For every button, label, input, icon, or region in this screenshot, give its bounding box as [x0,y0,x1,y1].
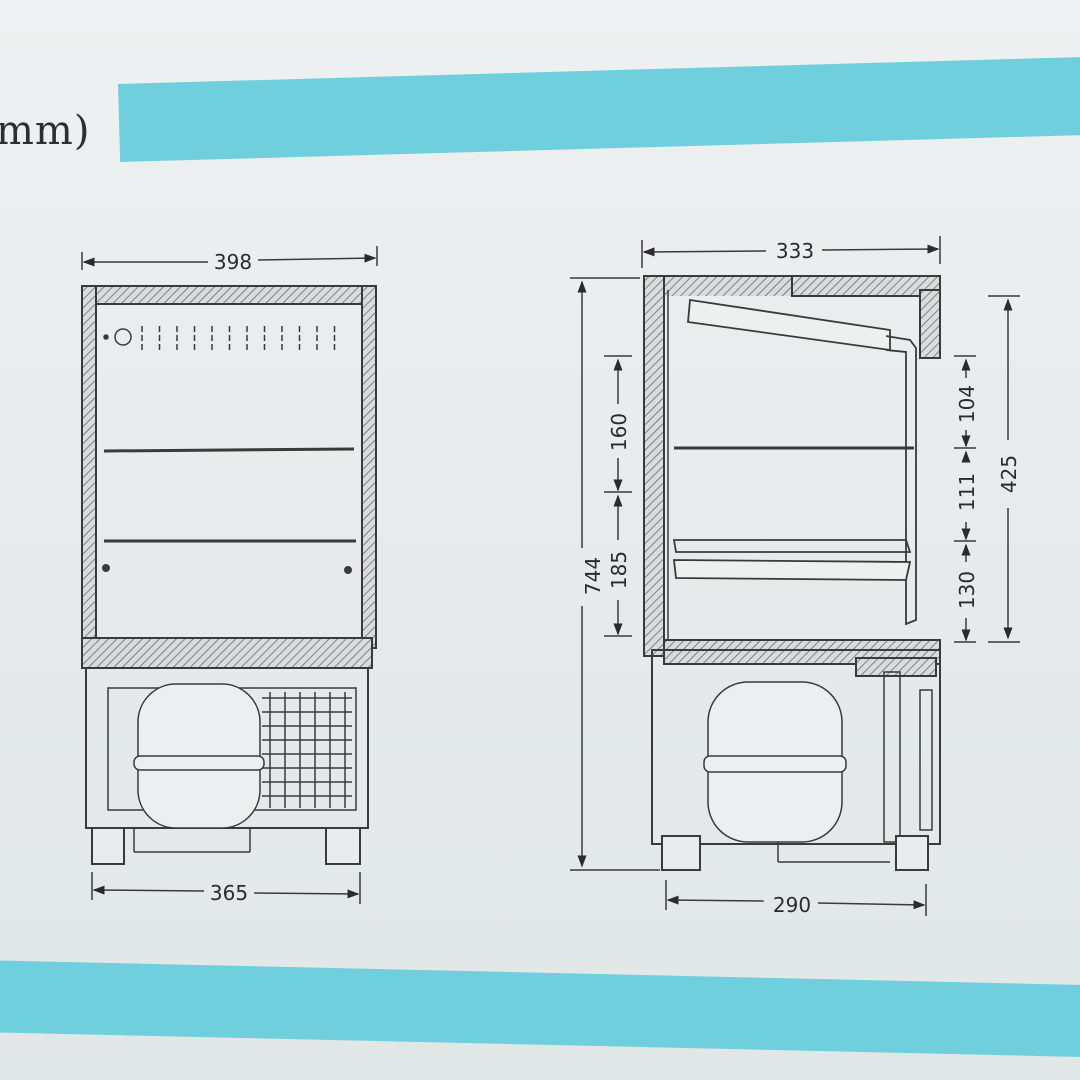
front-width-label: 398 [214,250,252,274]
front-view: 398 [81,246,378,905]
side-height-dimension [570,277,660,871]
side-depth-label: 333 [776,239,814,263]
right-top-label: 104 [955,385,979,423]
front-foot-left [91,827,125,865]
front-width-dimension [81,246,378,270]
side-foot-rear [895,835,929,871]
right-bottom-label: 130 [955,571,979,609]
side-depth-dimension [641,236,941,268]
front-base-dimension [91,872,361,904]
side-view: 333 744 160 185 [570,236,1021,917]
side-foot-front [661,835,701,871]
right-total-label: 425 [997,455,1021,493]
side-base-depth-label: 290 [773,893,811,917]
front-compressor [107,683,357,829]
control-strip [103,326,336,350]
right-dimension-chain [954,295,1020,643]
upper-shelf-gap-label: 160 [607,413,631,451]
side-compressor [703,681,847,843]
front-shelf-upper [103,447,355,453]
side-base-dimension [665,880,927,916]
front-foot-right [325,827,361,865]
unit-label: mm) [0,108,91,154]
side-height-label: 744 [581,557,605,595]
shelf-gap-dimensions [604,355,632,637]
right-mid-label: 111 [955,473,979,511]
lower-shelf-gap-label: 185 [607,551,631,589]
front-base-width-label: 365 [210,881,248,905]
